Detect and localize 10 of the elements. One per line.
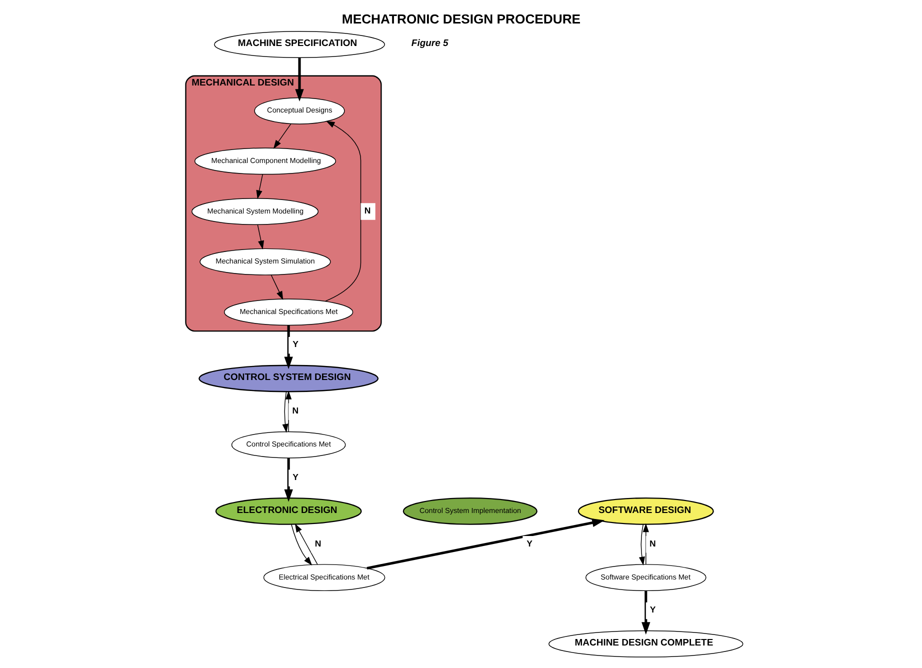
caption: Figure 5 <box>410 38 448 50</box>
edge-label: Y <box>292 339 298 350</box>
edge-label: Y <box>649 604 656 615</box>
edge-label: N <box>364 205 370 216</box>
edge-label: N <box>292 406 298 416</box>
edge-label: Y <box>292 472 298 482</box>
edge-label: N <box>314 538 321 548</box>
diagram-title: MECHATRONIC DESIGN PROCEDURE <box>341 12 580 27</box>
edge-label: N <box>649 538 656 548</box>
edge-label: Y <box>526 538 532 548</box>
